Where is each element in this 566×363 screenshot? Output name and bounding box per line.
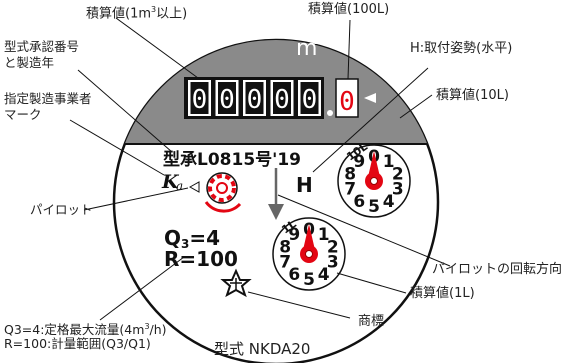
leader-lines xyxy=(69,17,451,321)
r-rating: R=100 xyxy=(164,247,238,271)
subdial-number: 7 xyxy=(344,180,356,200)
maker-mark: K xyxy=(161,171,180,193)
approval-number: 型承L0815号'19 xyxy=(163,149,301,170)
subdial-number: 2 xyxy=(392,164,404,184)
counter-digit: 0 xyxy=(302,85,318,115)
subdial-pointer xyxy=(368,151,380,177)
counter-marker xyxy=(364,93,376,103)
subdial-number: 6 xyxy=(288,265,300,285)
subdial-number: 3 xyxy=(327,253,339,273)
counter-cell-inner xyxy=(300,82,319,114)
label-maker-line1: 指定製造事業者 xyxy=(4,91,92,106)
label-approval-line2: と製造年 xyxy=(4,55,55,70)
label-pilot: パイロット xyxy=(30,202,93,217)
subdial-number: 8 xyxy=(344,164,356,184)
subdial-number: 7 xyxy=(279,253,291,273)
subdial-hub-center xyxy=(305,250,313,258)
q3-rating: Q3=4 xyxy=(164,226,220,251)
counter-cell-inner xyxy=(245,82,264,114)
label-mounting: H:取付姿勢(水平) xyxy=(410,41,513,56)
subdial-number: 5 xyxy=(368,197,380,217)
counter-cell-inner xyxy=(273,82,291,114)
model-name: 型式 NKDA20 xyxy=(214,340,311,358)
counter-digit: 0 xyxy=(219,85,235,115)
label-total-1m3: 積算値(1m3以上) xyxy=(86,5,188,22)
subdial-pointer xyxy=(303,224,315,250)
subdial-number: 1 xyxy=(318,225,330,245)
unit-sup: 3 xyxy=(313,34,320,47)
subdial-number: 4 xyxy=(318,265,330,285)
decimal-point xyxy=(327,110,333,116)
label-total-1l: 積算値(1L) xyxy=(410,286,475,301)
label-total-10l: 積算値(10L) xyxy=(436,88,509,103)
subdial-number: 6 xyxy=(353,192,365,212)
subdial-number: 1 xyxy=(383,152,395,172)
label-pilot-direction: パイロットの回転方向 xyxy=(432,262,563,277)
label-trademark: 商標 xyxy=(358,314,385,329)
subdial-number: 2 xyxy=(327,237,339,257)
counter-cell-inner xyxy=(190,82,209,114)
subdial-hub-center xyxy=(370,177,378,185)
counter-digit: 0 xyxy=(247,85,263,115)
subdial-number: 3 xyxy=(392,180,404,200)
flow-direction-arrow xyxy=(268,168,284,220)
subdial-number: 4 xyxy=(383,192,395,212)
pilot-indicator xyxy=(188,172,242,213)
subdial-number: 9 xyxy=(353,152,365,172)
subdial-number: 5 xyxy=(303,270,315,290)
trademark-star-icon xyxy=(220,268,252,298)
label-total-100l: 積算値(100L) xyxy=(308,2,390,17)
label-q3-description: Q3=4:定格最大流量(4m3/h) xyxy=(4,322,167,338)
subdial-number: 9 xyxy=(288,225,300,245)
label-approval-line1: 型式承認番号 xyxy=(4,39,80,54)
mounting-letter: H xyxy=(296,173,313,197)
label-r-description: R=100:計量範囲(Q3/Q1) xyxy=(4,336,151,351)
counter-digit: 0 xyxy=(192,85,208,115)
counter-cell-inner xyxy=(218,82,236,114)
label-maker-line2: マーク xyxy=(4,107,42,122)
dial-1l: 01234567891L xyxy=(272,217,346,291)
unit-label: m xyxy=(296,36,317,61)
maker-mark-sub: a xyxy=(176,179,183,193)
red-digit: 0 xyxy=(339,87,355,117)
red-digit-window xyxy=(335,78,359,118)
subdial-number: 8 xyxy=(279,237,291,257)
counter-digit: 0 xyxy=(274,85,290,115)
